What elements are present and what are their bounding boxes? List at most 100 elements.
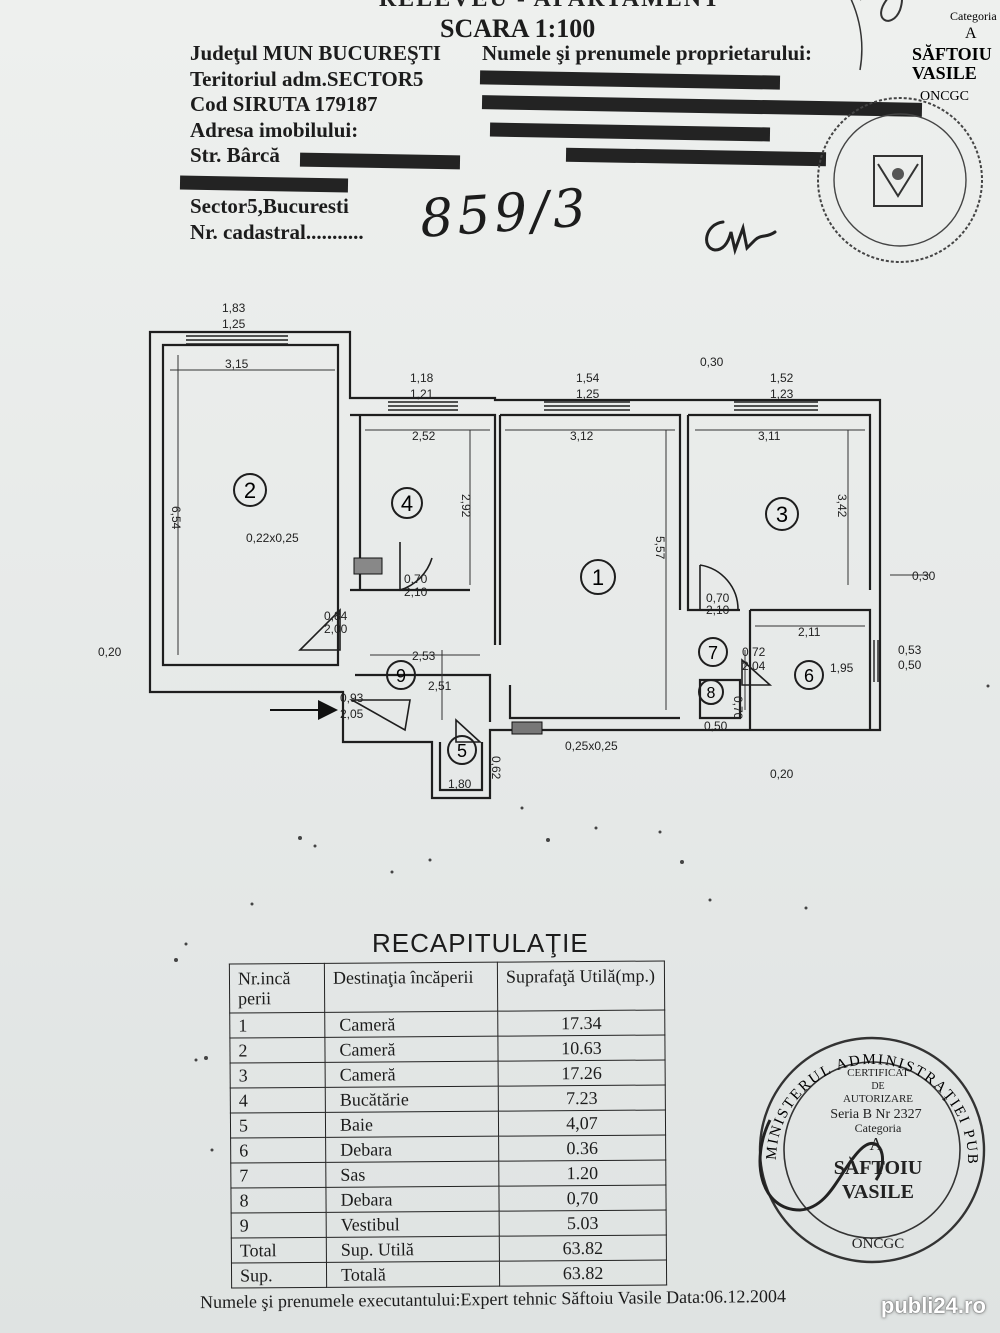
dim-label: 5,57 [653,536,667,560]
owner-label: Numele şi prenumele proprietarului: [482,41,812,65]
cell: 4 [230,1087,326,1114]
address-label: Adresa imobilului: [190,117,359,142]
dim-label: 6,54 [169,506,183,530]
cell: Cameră [325,1061,499,1088]
document-title: RELEVEU - APARTAMENT [340,0,760,13]
dim-label: 1,25 [576,387,600,401]
dim-label: 1,95 [830,661,854,675]
dim-label: 0,62 [489,756,503,780]
territory-line: Teritoriul adm.SECTOR5 [190,66,424,91]
stamp-category: Categoria [855,1121,902,1135]
street-line: Str. Bârcă [190,143,280,167]
dim-label: 2,11 [798,625,821,639]
dim-label: 3,12 [570,429,594,443]
cell: Sup. [231,1262,327,1289]
cell: 63.82 [499,1259,667,1287]
stamp-cert1: CERTIFICAT [847,1067,909,1079]
recap-table: Nr.incă perii Destinaţia încăperii Supra… [229,960,667,1289]
signature-icon [705,220,777,256]
stamp-name1: SĂFTOIU [912,43,992,64]
dim-label: 0,70 [706,591,730,605]
dim-label: 0,50 [704,719,728,733]
room-label: 8 [707,685,716,702]
cell: 63.82 [499,1234,667,1262]
cell: 10.63 [497,1034,666,1062]
floor-plan: 2 4 1 3 5 6 7 8 9 1,83 1,25 3,15 6,54 1,… [98,301,936,800]
cell: 6 [230,1137,326,1164]
dim-label: 0,70 [731,696,745,720]
dim-label: 1,83 [222,301,246,315]
stamp-org: ONCGC [920,89,969,104]
scale-label: SCARA 1:100 [440,14,596,43]
cell: 1.20 [498,1159,666,1187]
col-header-purpose: Destinaţia încăperii [324,962,498,1013]
dim-label: 2,92 [459,494,473,518]
recap-title: RECAPITULAŢIE [372,928,589,958]
dim-label: 1,23 [770,387,794,401]
dim-label: 0,93 [340,691,364,705]
room-label: 4 [401,491,413,516]
room-label: 9 [396,666,406,686]
cell: 5 [230,1112,326,1139]
watermark: publi24.ro [880,1293,986,1318]
cell: 0.36 [498,1134,666,1162]
svg-text:MINISTERUL ADMINISTRAŢIEI PUBL: MINISTERUL ADMINISTRAŢIEI PUBLICE [740,1010,980,1166]
room-label: 1 [592,565,604,590]
cell: 5.03 [499,1209,667,1237]
room-label: 5 [457,741,467,761]
dim-label: 2,52 [412,429,436,443]
cell: Debara [325,1186,500,1213]
stamp-icon: Categoria A SĂFTOIU VASILE ONCGC [817,0,997,263]
cell: Totală [326,1261,500,1288]
cell: 4,07 [498,1109,666,1137]
room-label: 3 [776,502,788,527]
cell: 0,70 [498,1184,667,1212]
cell: 17.34 [497,1009,665,1037]
dim-label: 2,53 [412,649,436,663]
cell: Vestibul [326,1211,500,1238]
cell: Bucătărie [325,1086,499,1113]
cell: 9 [231,1212,327,1239]
dim-label: 0,20 [98,645,122,659]
cell: 3 [230,1062,326,1089]
dim-label: 0,20 [770,767,794,781]
stamp-ring-text: MINISTERUL ADMINISTRAŢIEI PUBLICE [740,1010,978,1166]
dim-label: 1,21 [410,387,434,401]
cell: 8 [230,1187,327,1214]
cell: 17.26 [498,1059,666,1087]
dim-label: 0,70 [404,572,428,586]
dim-label: 0,22x0,25 [246,531,299,545]
cell: 7 [230,1162,326,1189]
cell: Cameră [324,1011,498,1038]
certification-stamp-icon: MINISTERUL ADMINISTRAŢIEI PUBLICE CERTIF… [740,1010,986,1264]
cell: Sas [325,1161,499,1188]
col-header-area: Suprafaţă Utilă(mp.) [497,960,665,1012]
stamp-cert2: DE [871,1081,884,1092]
dim-label: 0,50 [898,658,922,672]
col-header-room-no: Nr.incă perii [229,963,325,1014]
dim-label: 0,30 [700,355,724,369]
cell: 2 [229,1037,326,1064]
dim-label: 2,04 [742,659,766,673]
stamp-class: A [965,25,977,42]
dim-label: 3,42 [835,494,849,518]
cell: Cameră [324,1036,499,1063]
room-label: 6 [804,666,814,686]
dim-label: 1,80 [448,777,472,791]
cell: 1 [229,1012,325,1039]
dim-label: 0,30 [912,569,936,583]
dim-label: 2,05 [340,707,364,721]
cell: Sup. Utilă [326,1236,500,1263]
dim-label: 1,25 [222,317,246,331]
county-line: Judeţul MUN BUCUREŞTI [190,41,441,65]
dim-label: 2,10 [404,585,428,599]
cell: Baie [325,1111,499,1138]
stamp-name2: VASILE [842,1181,914,1203]
